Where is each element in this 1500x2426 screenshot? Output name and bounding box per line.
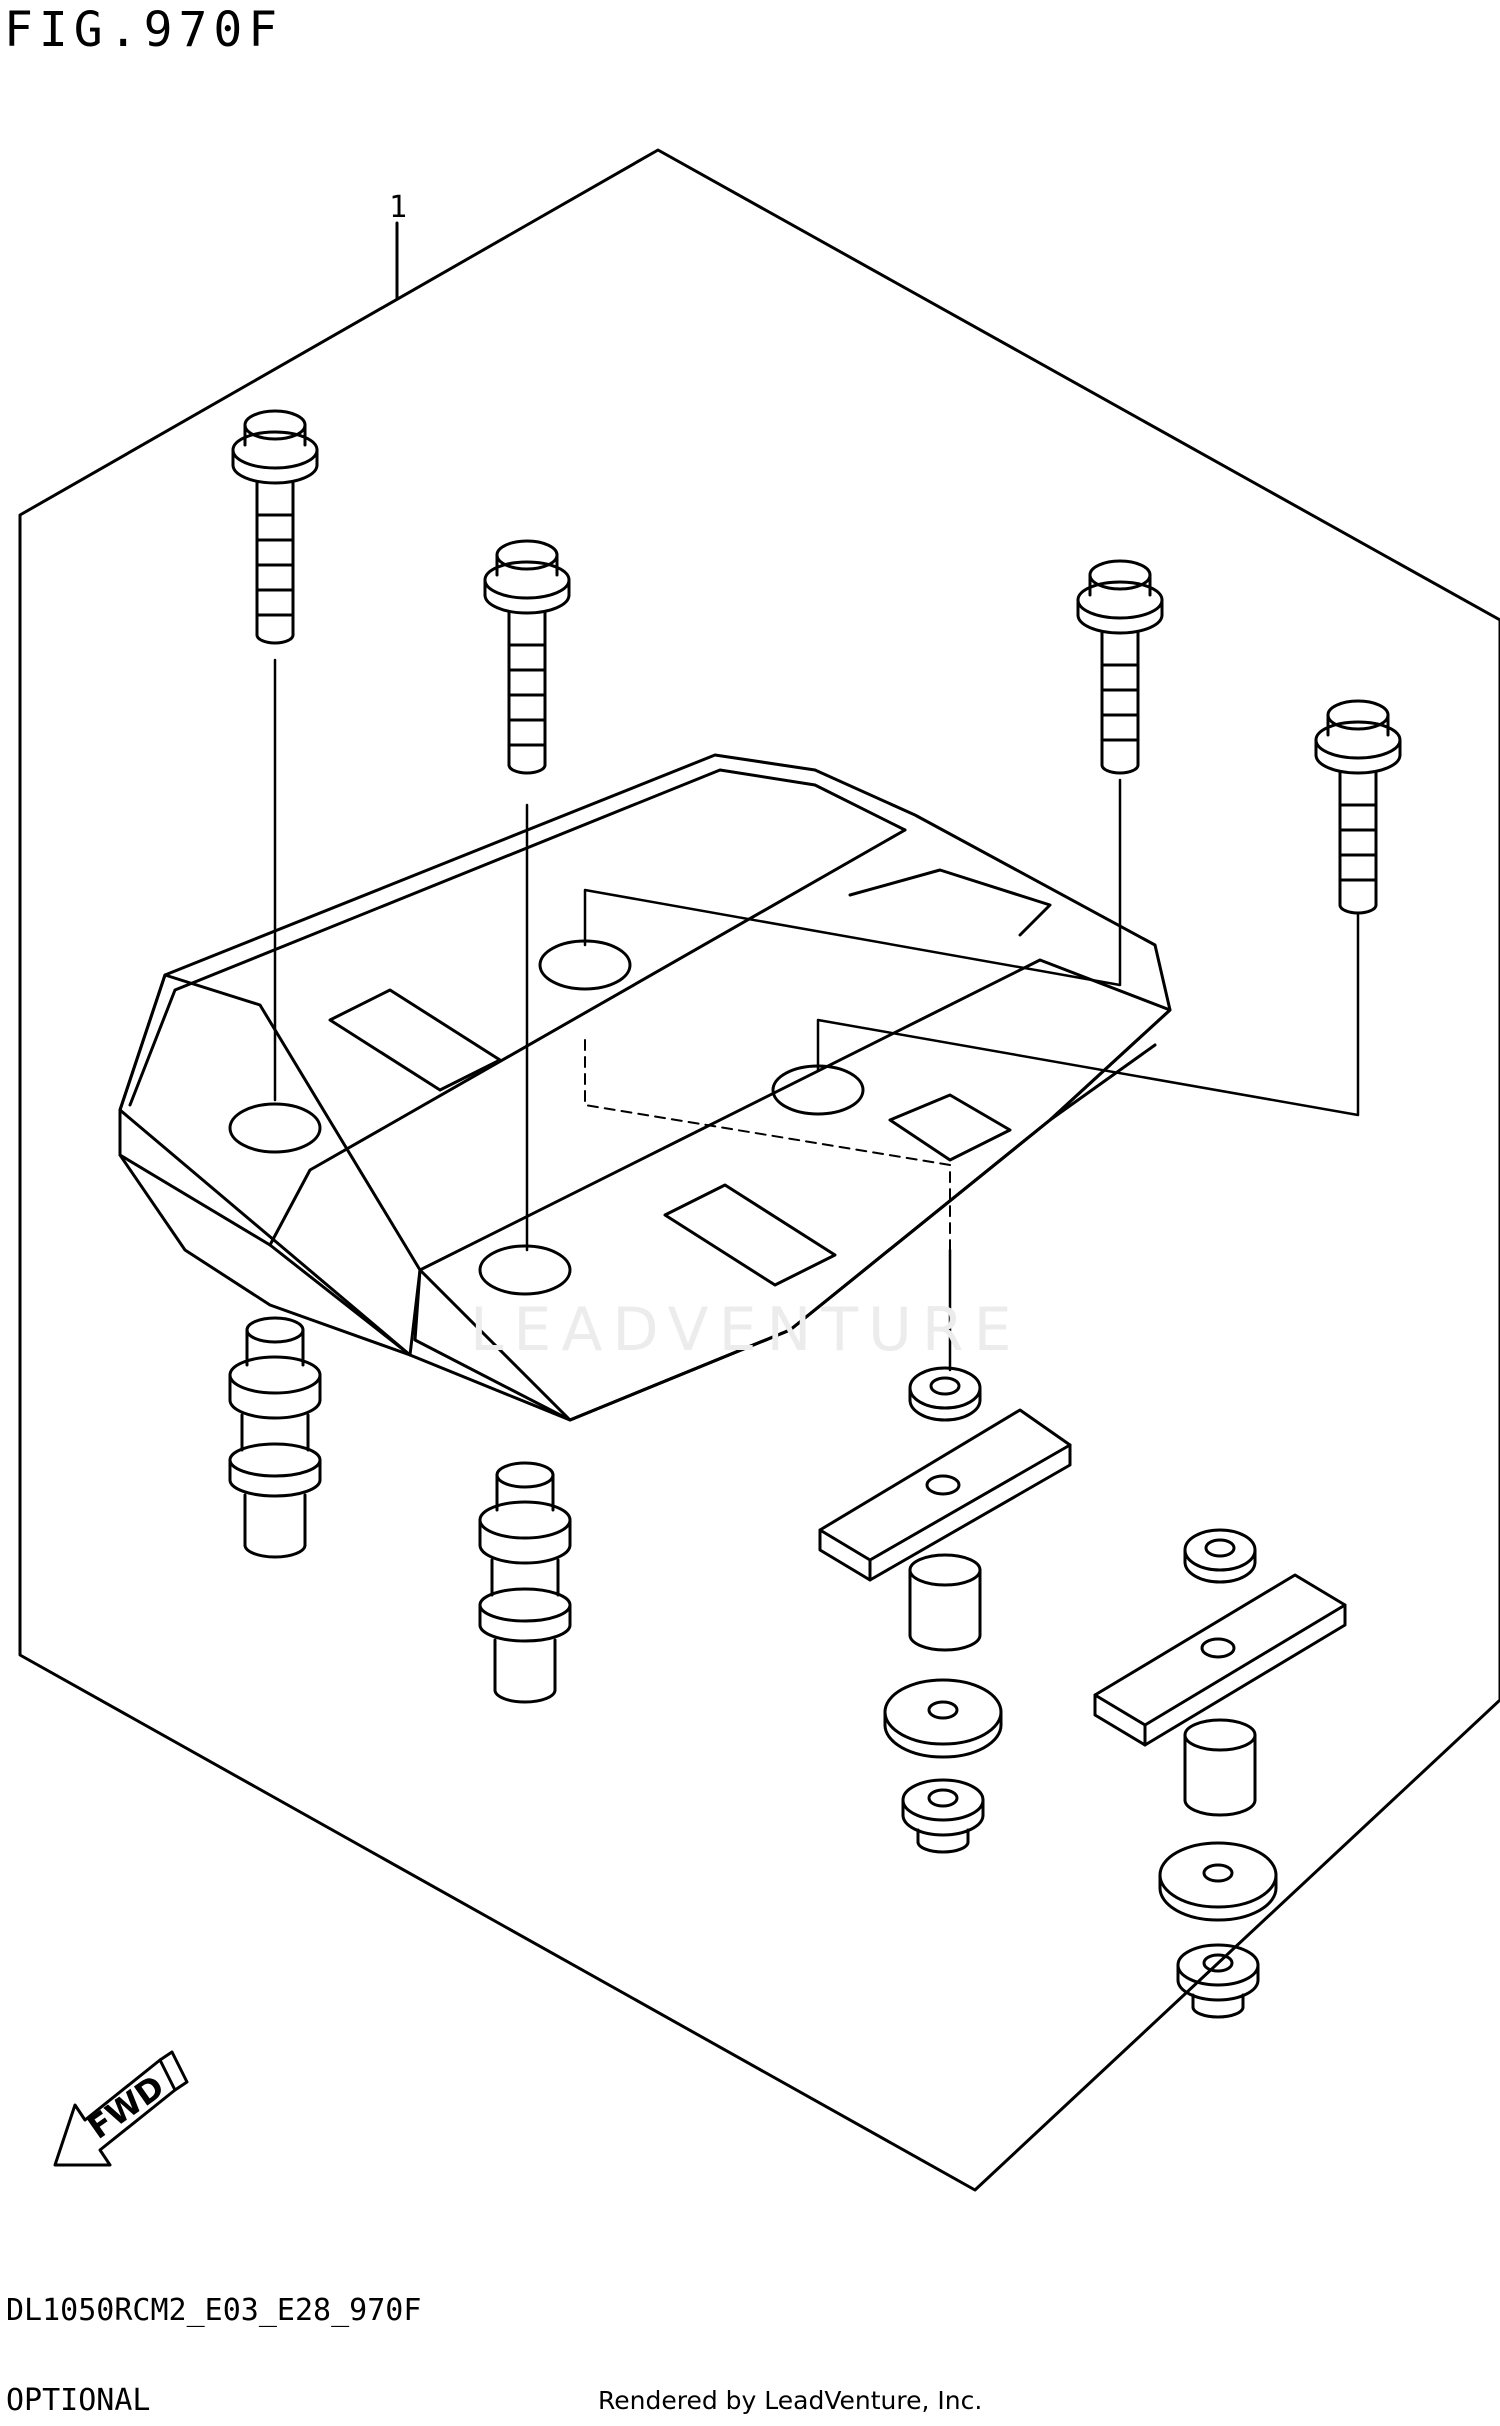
- spacer-icon: [908, 1553, 982, 1652]
- collar-icon: [228, 1316, 322, 1559]
- flange-nut-icon: [1176, 1943, 1260, 2019]
- fwd-arrow-icon: FWD: [53, 2050, 189, 2167]
- flange-bolt-icon: [231, 409, 319, 645]
- washer-icon: [883, 1678, 1003, 1759]
- figure-title: FIG.970F: [4, 2, 284, 58]
- credit-text: Rendered by LeadVenture, Inc.: [598, 2386, 983, 2415]
- flange-bolt-icon: [1314, 699, 1402, 915]
- assembly-leader-lines: [273, 658, 1360, 1372]
- watermark-text: LEADVENTURE: [470, 1295, 1022, 1365]
- washer-icon: [1158, 1841, 1278, 1922]
- washer-icon: [1183, 1528, 1257, 1584]
- washer-icon: [908, 1366, 982, 1422]
- mounting-plate-icon: [118, 753, 1172, 1422]
- section-label: OPTIONAL: [6, 2383, 151, 2418]
- flange-bolt-icon: [483, 539, 571, 775]
- kit-boundary-outline: [18, 148, 1500, 2192]
- flange-nut-icon: [901, 1778, 985, 1854]
- bracket-plate-icon: [1093, 1573, 1347, 1747]
- fwd-label: FWD: [81, 2067, 171, 2146]
- spacer-icon: [1183, 1718, 1257, 1817]
- bracket-plate-icon: [818, 1408, 1072, 1582]
- callout-number: 1: [389, 190, 408, 225]
- collar-icon: [478, 1461, 572, 1704]
- diagram-code: DL1050RCM2_E03_E28_970F: [6, 2293, 422, 2328]
- flange-bolt-icon: [1076, 559, 1164, 775]
